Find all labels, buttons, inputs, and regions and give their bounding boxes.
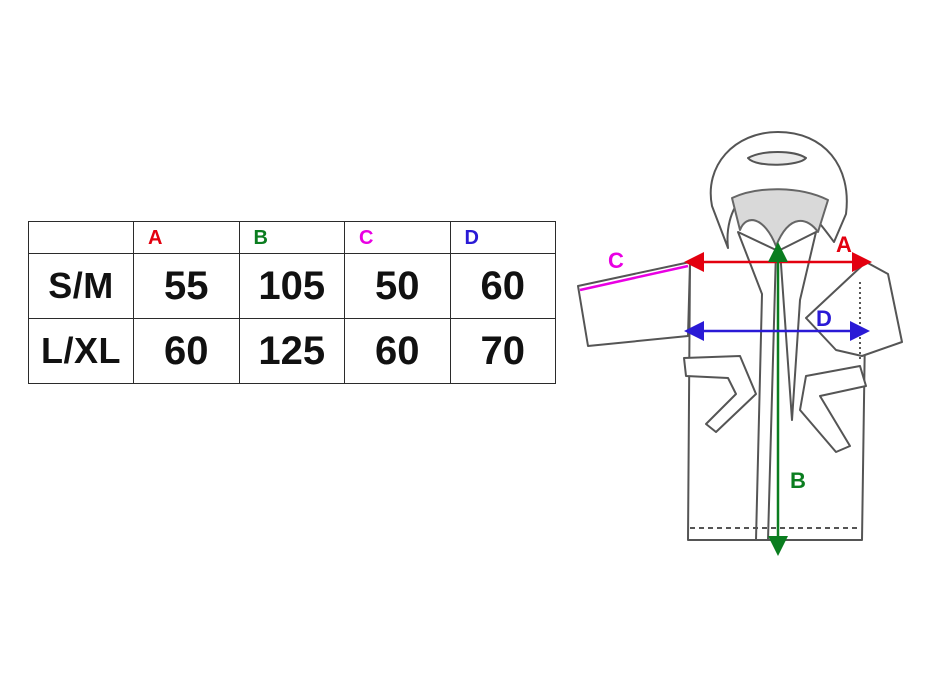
measure-label-d: D [816,306,832,331]
measurement-value: 70 [480,328,526,373]
left-sleeve [577,261,691,347]
value-cell: 60 [344,318,451,384]
header-cell-b: B [238,221,345,254]
size-table: A B C D S/M 55 105 50 60 L/XL 60 125 60 … [28,221,556,384]
belt-left [683,355,757,433]
header-label-b: B [253,226,268,249]
size-label: L/XL [41,330,121,371]
header-cell-d: D [449,221,556,254]
header-cell-a: A [133,221,240,254]
belt-right [799,365,867,453]
header-label-d: D [464,226,479,249]
size-label: S/M [48,265,114,306]
measure-label-b: B [790,468,806,493]
bathrobe-diagram: A B C D [577,131,903,556]
robe-outline [577,131,903,541]
value-cell: 70 [449,318,556,384]
hood-inner [731,188,829,247]
value-cell: 125 [238,318,345,384]
value-cell: 60 [133,318,240,384]
size-label-cell: S/M [28,253,134,319]
table-row: L/XL 60 125 60 70 [28,318,556,384]
hood-opening [747,151,807,166]
measurement-value: 60 [164,328,209,373]
value-cell: 50 [344,253,451,319]
measurement-value: 60 [375,328,420,373]
measurement-value: 60 [480,263,526,308]
measure-label-a: A [836,232,852,257]
measurement-value: 55 [164,263,209,308]
header-label-a: A [148,226,163,249]
table-header-row: A B C D [28,221,556,254]
size-label-cell: L/XL [28,318,134,384]
measure-line-c [579,264,689,292]
measurement-value: 50 [375,263,420,308]
value-cell: 55 [133,253,240,319]
table-row: S/M 55 105 50 60 [28,253,556,319]
header-corner-cell [28,221,134,254]
measurement-value: 105 [258,263,326,308]
header-cell-c: C [344,221,451,254]
measure-label-c: C [608,248,624,273]
measurement-value: 125 [258,328,326,373]
header-label-c: C [359,226,374,249]
value-cell: 105 [238,253,345,319]
value-cell: 60 [449,253,556,319]
